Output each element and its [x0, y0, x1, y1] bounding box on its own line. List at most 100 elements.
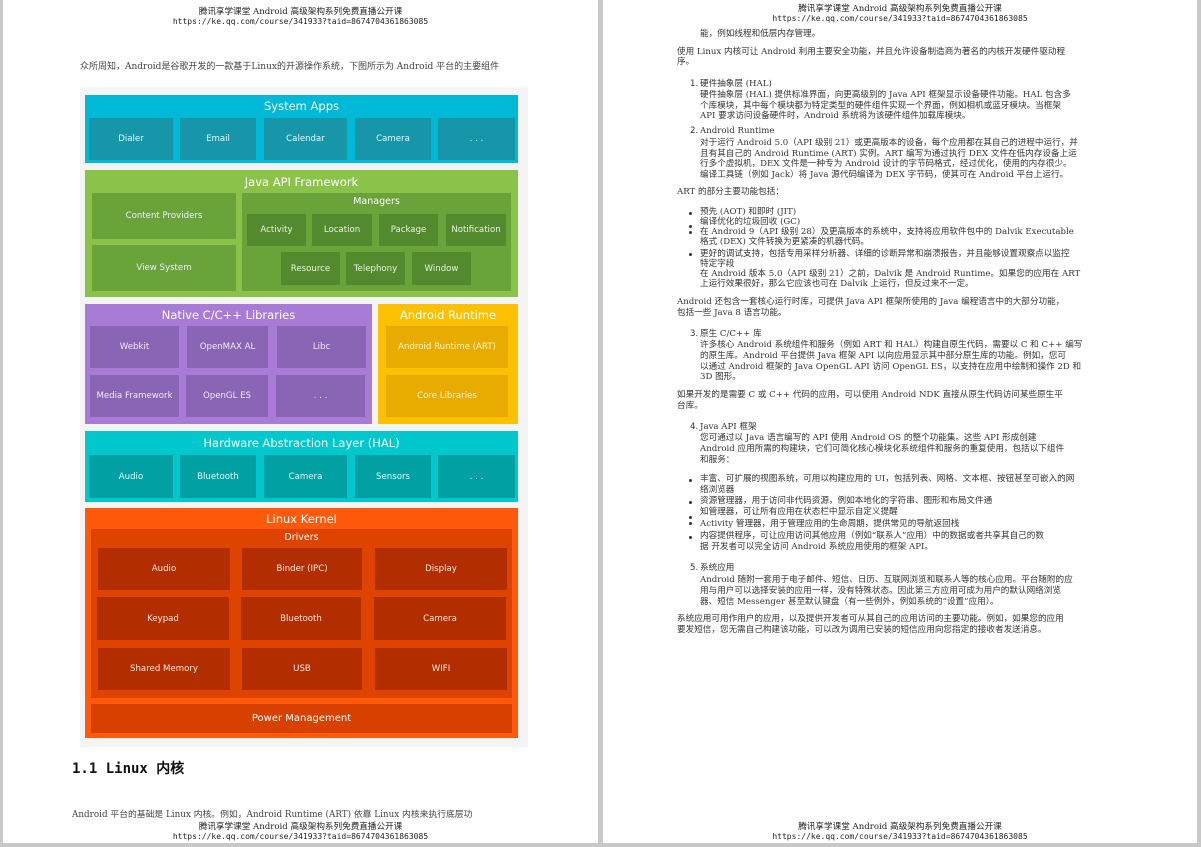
list-item-body: 许多核心 Android 系统组件和服务（例如 ART 和 HAL）构建自原生代…: [700, 340, 1083, 350]
list-item-title: 系统应用: [700, 563, 735, 573]
driver-box: WIFI: [375, 648, 507, 690]
driver-box: Bluetooth: [241, 597, 361, 640]
layer-linux-kernel: Linux Kernel Drivers Audio Binder (IPC) …: [85, 508, 518, 738]
bullet-text: 丰富、可扩展的视图系统，可用以构建应用的 UI，包括列表、网格、文本框、按钮甚至…: [700, 474, 1075, 484]
bullet-text: 据 开发者可以完全访问 Android 系统应用使用的框架 API。: [700, 542, 933, 552]
hal-box: Sensors: [355, 455, 431, 498]
paragraph: 要发短信，您无需自己构建该功能，可以改为调用已安装的短信应用向您指定的接收者发送…: [677, 625, 1047, 635]
list-item-body: 您可通过以 Java 语言编写的 API 使用 Android OS 的整个功能…: [700, 433, 1037, 443]
list-item-body: 行多个虚拟机，DEX 文件是一种专为 Android 设计的字节码格式，经过优化…: [700, 159, 1072, 169]
bullet-text: 在 Android 9（API 级别 28）及更高版本的系统中，支持将应用软件包…: [700, 227, 1074, 237]
library-box: Libc: [277, 326, 366, 368]
page-footer: 腾讯享学课堂 Android 高级架构系列免费直播公开课 https://ke.…: [3, 822, 598, 842]
bullet-text: 特定字段: [700, 259, 735, 269]
list-item-body: 以通过 Android 框架的 Java OpenGL API 访问 OpenG…: [700, 362, 1082, 372]
footer-url[interactable]: https://ke.qq.com/course/341933?taid=867…: [172, 832, 429, 841]
driver-box: Shared Memory: [98, 648, 230, 690]
bullet-text: 更好的调试支持，包括专用采样分析器、详细的诊断异常和崩溃报告，并且能够设置观察点…: [700, 249, 1070, 259]
drivers-group: Drivers Audio Binder (IPC) Display Keypa…: [91, 529, 512, 698]
list-item-title: 原生 C/C++ 库: [700, 329, 762, 339]
driver-box: Display: [375, 548, 507, 590]
paragraph: 序。: [677, 57, 695, 67]
page-header: 腾讯享学课堂 Android 高级架构系列免费直播公开课 https://ke.…: [3, 7, 598, 27]
library-box: . . .: [276, 375, 365, 417]
section-heading: 1.1 Linux 内核: [72, 761, 185, 777]
bullet-text: 编译优化的垃圾回收 (GC): [700, 217, 801, 227]
app-box: Email: [180, 118, 256, 160]
art-box: Android Runtime (ART): [386, 326, 508, 368]
list-item-body: Android 随附一套用于电子邮件、短信、日历、互联网浏览和联系人等的核心应用…: [700, 575, 1073, 585]
list-item-body: 编译工具链（例如 Jack）将 Java 源代码编译为 DEX 字节码，使其可在…: [700, 170, 1069, 180]
view-system-box: View System: [92, 245, 236, 291]
list-item-title: Java API 框架: [700, 422, 757, 432]
manager-box: Resource: [281, 252, 340, 285]
app-box: . . .: [438, 118, 515, 160]
hal-box: Camera: [264, 455, 347, 498]
footer-url[interactable]: https://ke.qq.com/course/341933?taid=867…: [772, 832, 1028, 841]
bullet-icon: [689, 522, 692, 525]
bullet-icon: [689, 536, 692, 539]
layer-title: Android Runtime: [399, 308, 497, 322]
bullet-icon: [689, 231, 692, 234]
list-number: 3.: [690, 329, 699, 339]
app-box: Camera: [355, 118, 431, 160]
layer-java-api-framework: Java API Framework Content Providers Vie…: [85, 170, 518, 297]
paragraph: 使用 Linux 内核可让 Android 利用主要安全功能，并且允许设备制造商…: [677, 47, 1066, 57]
manager-box: Location: [312, 214, 372, 246]
managers-group: Managers Activity Location Package Notif…: [242, 193, 511, 291]
layer-title: Java API Framework: [244, 175, 359, 189]
layer-title: Hardware Abstraction Layer (HAL): [203, 436, 400, 450]
list-item-body: 且有其自己的 Android Runtime (ART) 实例。ART 编写为通…: [700, 149, 1077, 159]
header-url[interactable]: https://ke.qq.com/course/341933?taid=867…: [772, 14, 1028, 23]
managers-title: Managers: [353, 196, 400, 207]
hal-box: Bluetooth: [180, 455, 256, 498]
list-item-body: 器、短信 Messenger 甚至默认键盘（有一些例外，例如系统的“设置”应用）…: [700, 597, 999, 607]
power-management-box: Power Management: [91, 704, 512, 733]
drivers-title: Drivers: [284, 532, 319, 543]
driver-box: Binder (IPC): [242, 548, 362, 590]
footer-title: 腾讯享学课堂 Android 高级架构系列免费直播公开课: [798, 822, 1002, 832]
library-box: OpenMAX AL: [187, 326, 268, 368]
bullet-icon: [689, 501, 692, 504]
bullet-text: Activity 管理器，用于管理应用的生命周期，提供常见的导航返回栈: [700, 519, 960, 529]
paragraph: 如果开发的是需要 C 或 C++ 代码的应用，可以使用 Android NDK …: [677, 390, 1063, 400]
bullet-icon: [689, 225, 692, 228]
hal-box: . . .: [438, 455, 515, 498]
driver-box: USB: [242, 648, 362, 690]
bullet-icon: [689, 516, 692, 519]
hal-box: Audio: [89, 455, 173, 498]
bullet-icon: [689, 253, 692, 256]
core-libraries-box: Core Libraries: [386, 375, 508, 417]
list-item-body: 和服务：: [700, 455, 735, 465]
paragraph: ART 的部分主要功能包括：: [677, 187, 784, 197]
document-page-2: 腾讯享学课堂 Android 高级架构系列免费直播公开课 https://ke.…: [603, 0, 1197, 843]
app-box: Dialer: [89, 118, 173, 160]
list-number: 2.: [690, 126, 699, 136]
layer-title: System Apps: [264, 99, 339, 113]
manager-box: Telephony: [346, 252, 405, 285]
header-url[interactable]: https://ke.qq.com/course/341933?taid=867…: [172, 17, 429, 26]
bullet-text: 上运行效果很好，那么它应该也可在 Dalvik 上运行，但反过来不一定。: [700, 279, 974, 289]
paragraph: Android 还包含一套核心运行时库，可提供 Java API 框架所使用的 …: [677, 297, 1065, 307]
document-page-1: 腾讯享学课堂 Android 高级架构系列免费直播公开课 https://ke.…: [3, 0, 598, 843]
layer-title: Native C/C++ Libraries: [161, 308, 296, 322]
list-item-title: Android Runtime: [700, 126, 775, 136]
page-header: 腾讯享学课堂 Android 高级架构系列免费直播公开课 https://ke.…: [603, 4, 1197, 24]
library-box: OpenGL ES: [186, 375, 268, 417]
library-box: Media Framework: [90, 375, 179, 417]
layer-title: Linux Kernel: [266, 512, 337, 526]
bullet-text: 资源管理器，用于访问非代码资源，例如本地化的字符串、图形和布局文件通: [700, 496, 993, 506]
page-footer: 腾讯享学课堂 Android 高级架构系列免费直播公开课 https://ke.…: [603, 822, 1197, 842]
paragraph: Android 平台的基础是 Linux 内核。例如，Android Runti…: [72, 810, 473, 820]
android-architecture-diagram: System Apps Dialer Email Calendar Camera…: [80, 87, 528, 747]
list-item-body: 的原生库。Android 平台提供 Java 框架 API 以向应用显示其中部分…: [700, 351, 1066, 361]
list-item-body: API 要求访问设备硬件时，Android 系统将为该硬件组件加载库模块。: [700, 111, 971, 121]
footer-title: 腾讯享学课堂 Android 高级架构系列免费直播公开课: [198, 822, 403, 832]
bullet-text: 预先 (AOT) 和即时 (JIT): [700, 207, 797, 217]
driver-box: Camera: [374, 597, 506, 640]
list-number: 4.: [690, 422, 699, 432]
bullet-text: 格式 (DEX) 文件转换为更紧凑的机器代码。: [700, 237, 869, 247]
paragraph: 包括一些 Java 8 语言功能。: [677, 308, 787, 318]
manager-box: Activity: [247, 214, 306, 246]
layer-hal: Hardware Abstraction Layer (HAL) Audio B…: [85, 431, 518, 502]
